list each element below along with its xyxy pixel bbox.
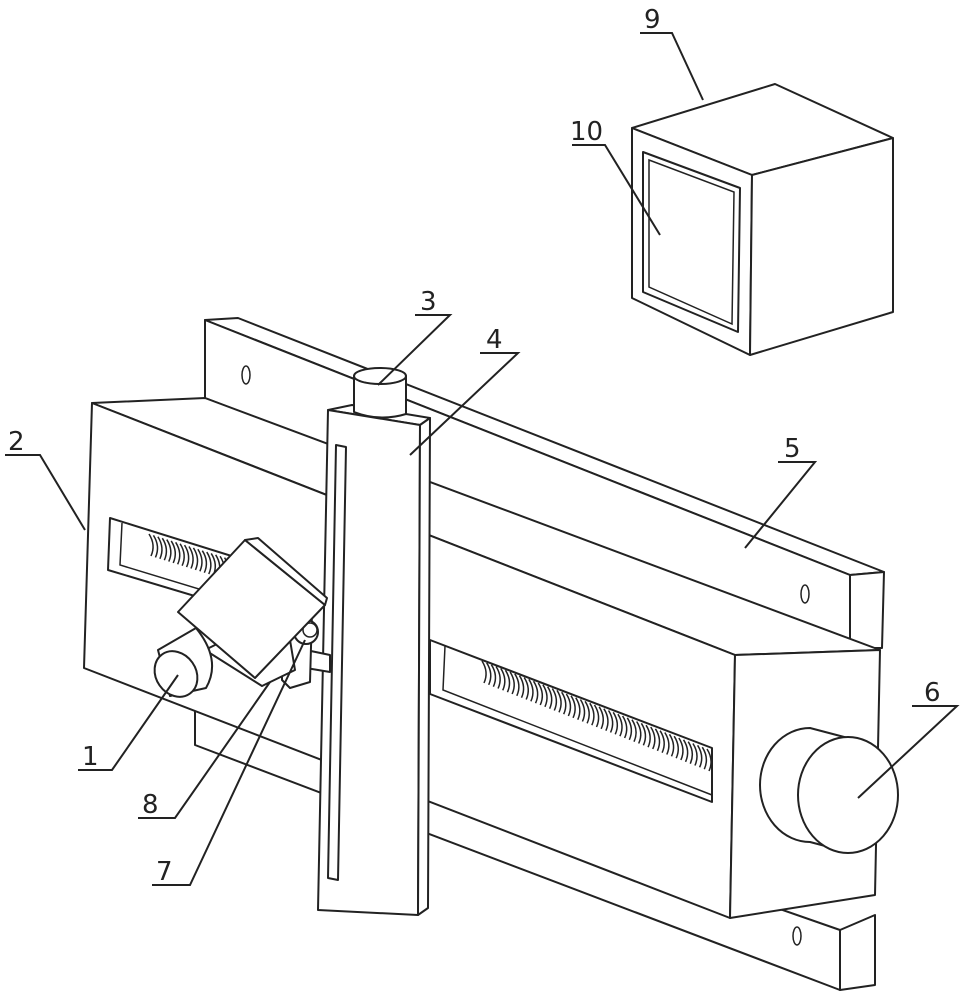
- label-10: 10: [570, 117, 603, 147]
- label-2: 2: [8, 427, 25, 457]
- label-1: 1: [82, 742, 99, 772]
- label-7: 7: [156, 857, 173, 887]
- label-5: 5: [784, 434, 801, 464]
- column-4: [318, 405, 430, 915]
- control-box-9: [632, 84, 893, 355]
- label-3: 3: [420, 287, 437, 317]
- cylinder-3: [354, 368, 406, 418]
- label-4: 4: [486, 325, 503, 355]
- label-6: 6: [924, 678, 941, 708]
- label-9: 9: [644, 5, 661, 35]
- label-8: 8: [142, 790, 159, 820]
